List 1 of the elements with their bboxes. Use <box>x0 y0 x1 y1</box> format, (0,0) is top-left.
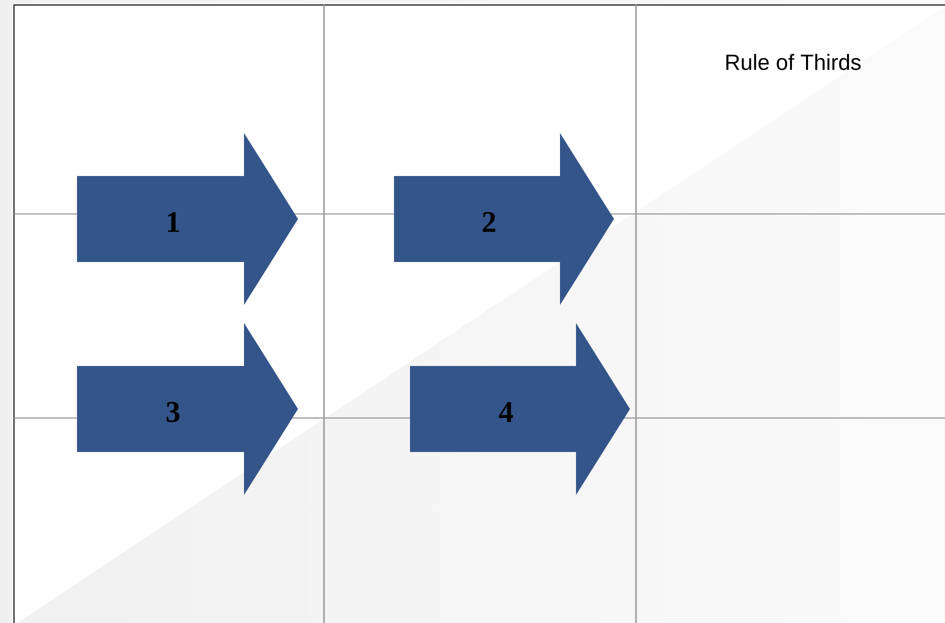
title: Rule of Thirds <box>726 54 861 70</box>
